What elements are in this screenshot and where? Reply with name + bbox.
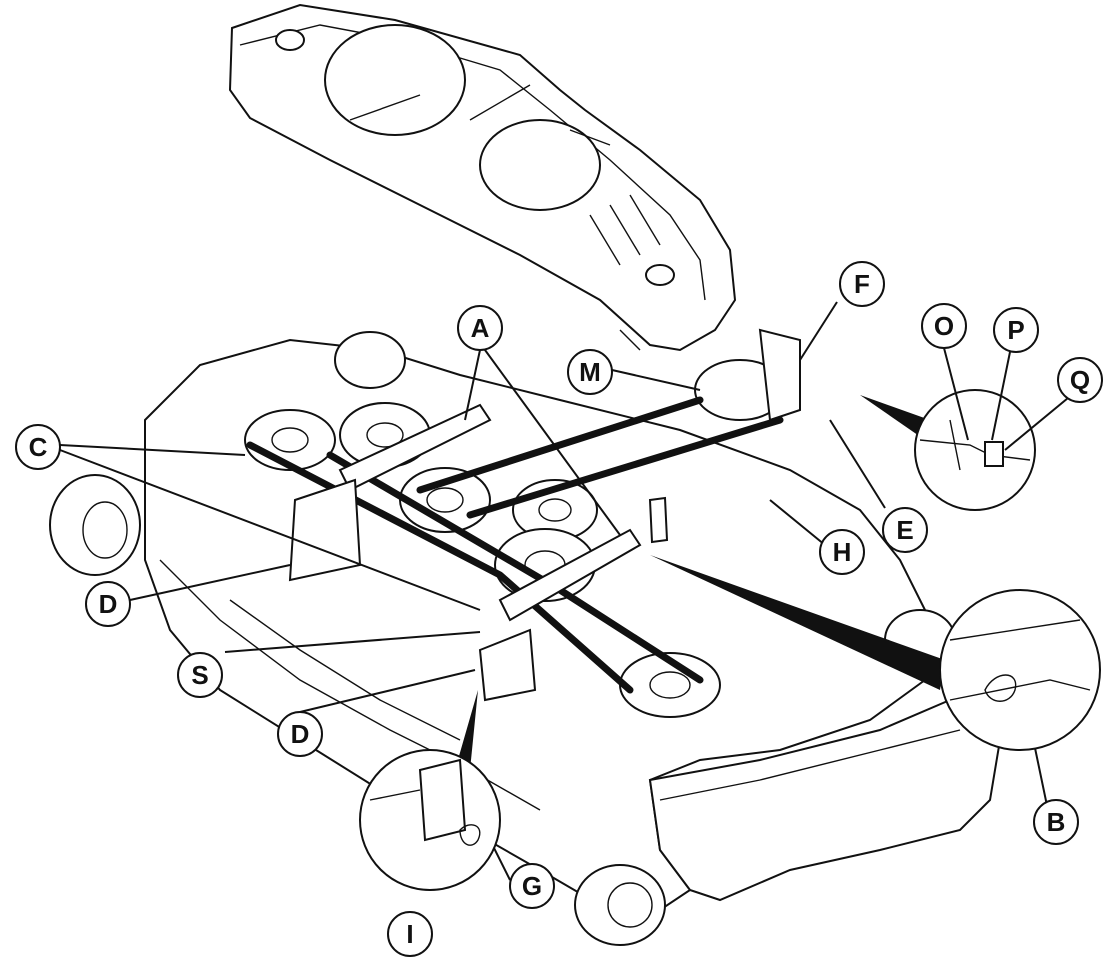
belt-shield-cover [228, 3, 737, 352]
callout-H: H [819, 529, 865, 575]
callout-E: E [882, 507, 928, 553]
callout-I: I [387, 911, 433, 957]
detail-pointers [455, 395, 945, 770]
mower-deck [144, 338, 1002, 912]
callout-A: A [457, 305, 503, 351]
callout-Q: Q [1057, 357, 1103, 403]
callout-label: B [1047, 807, 1066, 837]
callout-label: M [579, 357, 601, 387]
callout-M: M [567, 349, 613, 395]
detail-circle-gi [359, 749, 501, 891]
callout-label: E [896, 515, 913, 545]
deck-wheels [49, 331, 956, 946]
idler-arms [288, 328, 801, 702]
callout-label: F [854, 269, 870, 299]
callout-label: S [191, 660, 208, 690]
leader-lines-opq [943, 347, 1069, 451]
callout-label: I [406, 919, 413, 949]
callout-label: O [934, 311, 954, 341]
callout-label: D [291, 719, 310, 749]
callout-O: O [921, 303, 967, 349]
callout-S: S [177, 652, 223, 698]
callout-label: C [29, 432, 48, 462]
callout-label: Q [1070, 365, 1090, 395]
callout-label: P [1007, 315, 1024, 345]
callout-P: P [993, 307, 1039, 353]
callout-G: G [509, 863, 555, 909]
callout-label: A [471, 313, 490, 343]
callout-D-upper: D [85, 581, 131, 627]
callout-label: D [99, 589, 118, 619]
callout-C: C [15, 424, 61, 470]
leader-lines [59, 301, 1051, 881]
detail-circle-opq [914, 389, 1036, 511]
detail-circle-b [939, 589, 1101, 751]
callout-F: F [839, 261, 885, 307]
callout-B: B [1033, 799, 1079, 845]
callout-label: H [833, 537, 852, 567]
callout-D-lower: D [277, 711, 323, 757]
callout-label: G [522, 871, 542, 901]
